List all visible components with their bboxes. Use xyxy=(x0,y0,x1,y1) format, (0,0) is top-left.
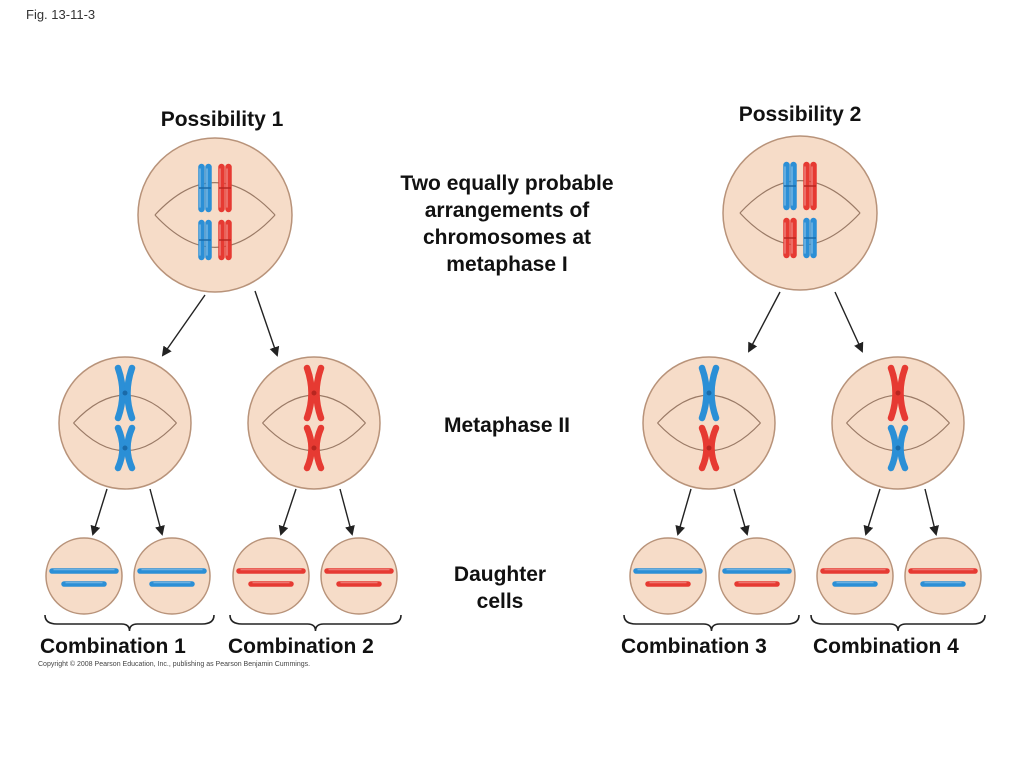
grouping-brace xyxy=(623,614,800,632)
metaphase-ii-cell xyxy=(58,356,192,490)
arrow xyxy=(924,488,939,536)
grouping-brace xyxy=(44,614,215,632)
combination-2-label: Combination 2 xyxy=(228,635,374,658)
grouping-brace xyxy=(229,614,402,632)
daughter-line-2: cells xyxy=(476,590,524,613)
arrow xyxy=(161,294,206,357)
daughter-line-1: Daughter xyxy=(453,563,547,586)
centromere xyxy=(706,445,712,451)
metaphase-ii-cell xyxy=(831,356,965,490)
figure-label: Fig. 13-11-3 xyxy=(26,7,96,22)
cell-membrane xyxy=(629,537,707,615)
cell-membrane xyxy=(45,537,123,615)
arrow xyxy=(278,488,297,536)
cell-membrane xyxy=(831,356,965,490)
metaphase-i-caption: Two equally probable arrangements of chr… xyxy=(362,170,652,278)
metaphase-ii-label: Metaphase II xyxy=(443,414,571,437)
caption-line-1: Two equally probable xyxy=(400,172,614,195)
cell-membrane xyxy=(320,537,398,615)
daughter-cell xyxy=(133,537,211,615)
metaphase-ii-cell xyxy=(247,356,381,490)
centromere xyxy=(122,390,128,396)
arrow xyxy=(149,488,165,536)
possibility-2-heading: Possibility 2 xyxy=(738,103,862,126)
centromere xyxy=(895,390,901,396)
centromere xyxy=(895,445,901,451)
arrow xyxy=(863,488,881,536)
combination-4-label: Combination 4 xyxy=(813,635,959,658)
cell-membrane xyxy=(247,356,381,490)
spindle-fiber xyxy=(739,180,861,214)
centromere xyxy=(311,390,317,396)
daughter-cell xyxy=(45,537,123,615)
arrow xyxy=(675,488,692,536)
cell-membrane xyxy=(816,537,894,615)
grouping-brace xyxy=(810,614,986,632)
cell-membrane xyxy=(904,537,982,615)
centromere xyxy=(311,445,317,451)
cell-membrane xyxy=(718,537,796,615)
copyright-notice: Copyright © 2008 Pearson Education, Inc.… xyxy=(38,661,311,668)
spindle-fiber xyxy=(154,182,276,216)
metaphase-ii-cell xyxy=(642,356,776,490)
metaphase-i-cell-possibility-2 xyxy=(722,135,878,291)
daughter-cell xyxy=(718,537,796,615)
cell-membrane xyxy=(642,356,776,490)
daughter-cells-label: Daughter cells xyxy=(430,561,570,615)
cell-membrane xyxy=(137,137,293,293)
daughter-cell xyxy=(904,537,982,615)
caption-line-4: metaphase I xyxy=(446,253,568,276)
cell-membrane xyxy=(722,135,878,291)
possibility-1-heading: Possibility 1 xyxy=(160,108,284,131)
cell-membrane xyxy=(58,356,192,490)
daughter-cell xyxy=(816,537,894,615)
arrow xyxy=(733,488,750,536)
centromere xyxy=(706,390,712,396)
daughter-cell xyxy=(629,537,707,615)
combination-1-label: Combination 1 xyxy=(40,635,186,658)
cell-membrane xyxy=(232,537,310,615)
arrow xyxy=(748,291,781,353)
spindle-fiber xyxy=(154,214,276,248)
caption-line-3: chromosomes at xyxy=(422,226,592,249)
combination-3-label: Combination 3 xyxy=(621,635,767,658)
caption-line-2: arrangements of xyxy=(424,199,590,222)
arrow xyxy=(834,291,864,353)
cell-membrane xyxy=(133,537,211,615)
arrow xyxy=(90,488,108,536)
metaphase-i-cell-possibility-1 xyxy=(137,137,293,293)
daughter-cell xyxy=(232,537,310,615)
daughter-cell xyxy=(320,537,398,615)
arrow xyxy=(339,488,355,536)
arrow xyxy=(254,290,280,357)
spindle-fiber xyxy=(739,212,861,246)
centromere xyxy=(122,445,128,451)
